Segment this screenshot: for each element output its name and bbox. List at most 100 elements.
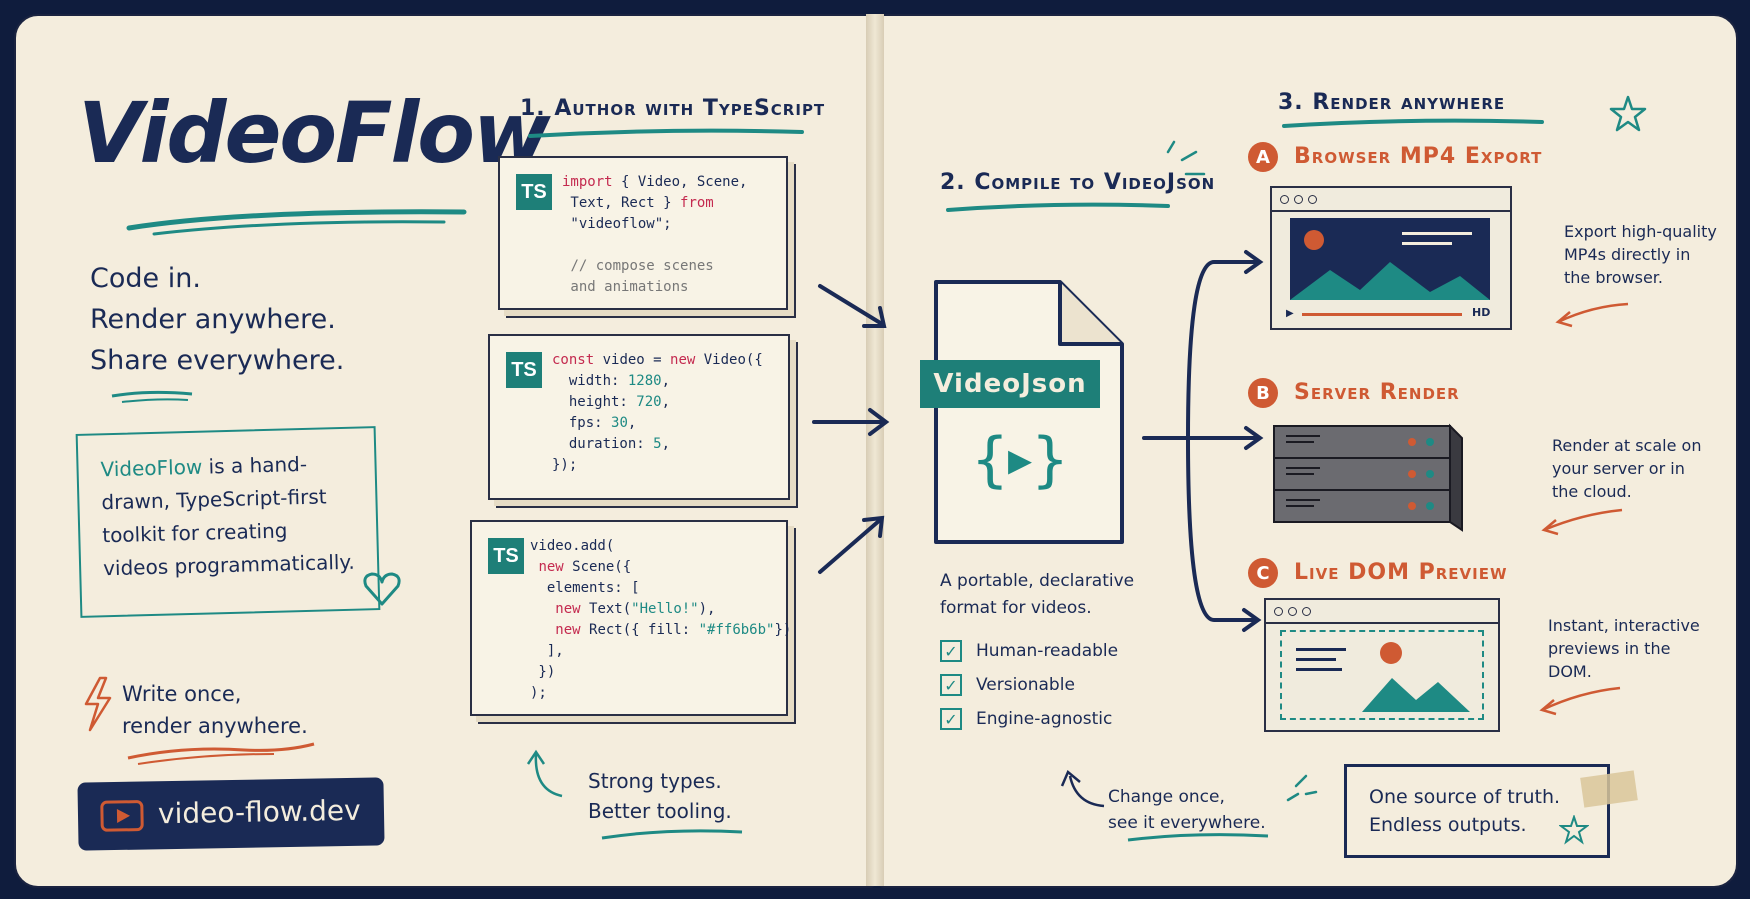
url-text[interactable]: video-flow.dev	[157, 793, 361, 831]
change-once-line-1: Change once,	[1108, 787, 1225, 807]
description-box: VideoFlow is a hand-drawn, TypeScript-fi…	[75, 426, 381, 618]
brand-title: VideoFlow	[78, 84, 551, 182]
sun-icon	[1380, 642, 1402, 664]
browser-titlebar	[1272, 188, 1510, 212]
ts-badge: TS	[506, 352, 542, 388]
change-once-underline	[1127, 833, 1269, 842]
server-rack-icon	[1273, 423, 1463, 532]
write-once-line-2: render anywhere.	[122, 714, 308, 738]
target-b-note-line-3: the cloud.	[1552, 482, 1632, 501]
target-a-note: Export high-quality MP4s directly in the…	[1564, 220, 1717, 289]
feature-checklist: ✓ Human-readable ✓ Versionable ✓ Engine-agn…	[940, 634, 1118, 736]
progress-bar[interactable]	[1302, 313, 1462, 316]
feature-item: ✓ Human-readable	[940, 634, 1118, 668]
tagline: Code in. Render anywhere. Share everywhe…	[90, 258, 344, 381]
arrow-icon	[1555, 302, 1629, 328]
ts-badge: TS	[516, 174, 552, 210]
code-card-imports: TS import { Video, Scene, Text, Rect } f…	[498, 156, 788, 310]
code-imports: import { Video, Scene, Text, Rect } from…	[562, 174, 748, 295]
change-once-note: Change once, see it everywhere.	[1108, 784, 1266, 836]
target-c-badge: C	[1248, 558, 1278, 588]
target-a-title: Browser MP4 Export	[1294, 144, 1543, 169]
videojson-description-line-2: format for videos.	[940, 598, 1092, 618]
feature-item: ✓ Engine-agnostic	[940, 702, 1118, 736]
feature-label: Engine-agnostic	[976, 709, 1113, 729]
hd-label: HD	[1472, 306, 1491, 319]
target-c-note-line-3: DOM.	[1548, 662, 1592, 681]
code-card-scene: TS video.add( new Scene({ elements: [ ne…	[470, 520, 792, 716]
section2-heading: 2. Compile to VideoJson	[940, 170, 1216, 195]
heart-icon	[363, 572, 401, 606]
check-icon: ✓	[940, 674, 962, 696]
target-b-badge: B	[1248, 378, 1278, 408]
write-once-note: Write once, render anywhere.	[122, 678, 308, 742]
section2-underline	[946, 202, 1170, 212]
write-once-underline	[127, 742, 315, 765]
change-once-line-2: see it everywhere.	[1108, 813, 1266, 833]
videojson-description-line-1: A portable, declarative	[940, 571, 1135, 591]
feature-label: Human-readable	[976, 641, 1119, 661]
arrow-icon	[1060, 769, 1105, 808]
source-of-truth-text: One source of truth. Endless outputs.	[1369, 783, 1560, 839]
video-thumbnail	[1290, 218, 1490, 300]
target-a-note-line-1: Export high-quality	[1564, 222, 1717, 241]
target-a-badge: A	[1248, 142, 1278, 172]
videojson-label: VideoJson	[920, 360, 1100, 408]
feature-label: Versionable	[976, 675, 1075, 695]
tagline-line-2: Render anywhere.	[90, 304, 336, 335]
browser-titlebar	[1266, 600, 1498, 624]
notebook-spine	[866, 14, 884, 886]
strong-types-underline	[601, 829, 743, 840]
tagline-line-1: Code in.	[90, 263, 201, 294]
sun-icon	[1304, 230, 1324, 250]
url-banner[interactable]: video-flow.dev	[77, 777, 385, 851]
section1-heading: 1. Author with TypeScript	[520, 96, 826, 121]
browser-mp4-mockup: ▶ HD	[1270, 186, 1512, 330]
strong-types-line-1: Strong types.	[588, 769, 722, 793]
sparkle-lines	[1286, 774, 1318, 802]
feature-item: ✓ Versionable	[940, 668, 1118, 702]
target-a-note-line-2: MP4s directly in	[1564, 245, 1691, 264]
lightning-icon	[84, 676, 112, 732]
star-icon	[1609, 95, 1647, 132]
description-text: VideoFlow is a hand-drawn, TypeScript-fi…	[78, 428, 378, 604]
flow-arrows-right	[1142, 250, 1264, 632]
notebook: VideoFlow Code in. Render anywhere. Shar…	[14, 14, 1738, 888]
section1-underline	[528, 128, 804, 138]
source-of-truth-line-1: One source of truth.	[1369, 786, 1561, 808]
check-icon: ✓	[940, 708, 962, 730]
star-icon	[1559, 815, 1589, 845]
target-c-note-line-2: previews in the	[1548, 639, 1671, 658]
check-icon: ✓	[940, 640, 962, 662]
strong-types-note: Strong types. Better tooling.	[588, 766, 732, 826]
section3-underline	[1282, 118, 1544, 128]
source-of-truth-line-2: Endless outputs.	[1369, 814, 1527, 836]
mountain-icon	[1362, 678, 1470, 712]
target-c-note: Instant, interactive previews in the DOM…	[1548, 614, 1700, 683]
sparkle-lines	[1166, 140, 1206, 176]
braces-play-icon: {▶}	[971, 425, 1069, 495]
description-highlight: VideoFlow	[100, 454, 203, 482]
tagline-line-3: Share everywhere.	[90, 345, 345, 376]
target-a-note-line-3: the browser.	[1564, 268, 1663, 287]
target-b-note: Render at scale on your server or in the…	[1552, 434, 1701, 503]
flow-arrows-left	[812, 284, 890, 574]
target-b-title: Server Render	[1294, 380, 1460, 405]
preview-frame	[1280, 630, 1484, 720]
section3-heading: 3. Render anywhere	[1278, 90, 1506, 115]
code-card-config: TS const video = new Video({ width: 1280…	[488, 334, 790, 500]
target-c-title: Live DOM Preview	[1294, 560, 1508, 585]
title-underline	[126, 209, 467, 236]
videojson-description: A portable, declarative format for video…	[940, 568, 1134, 622]
code-config: const video = new Video({ width: 1280, h…	[552, 352, 763, 473]
videojson-document	[934, 280, 1124, 544]
code-scene: video.add( new Scene({ elements: [ new T…	[530, 538, 792, 701]
write-once-line-1: Write once,	[122, 682, 242, 706]
source-of-truth-box: One source of truth. Endless outputs.	[1344, 764, 1610, 858]
arrow-icon	[1539, 686, 1621, 716]
tagline-underline	[111, 390, 193, 403]
play-control-icon[interactable]: ▶	[1286, 308, 1294, 319]
dom-preview-mockup	[1264, 598, 1500, 732]
arrow-icon	[1541, 508, 1623, 536]
